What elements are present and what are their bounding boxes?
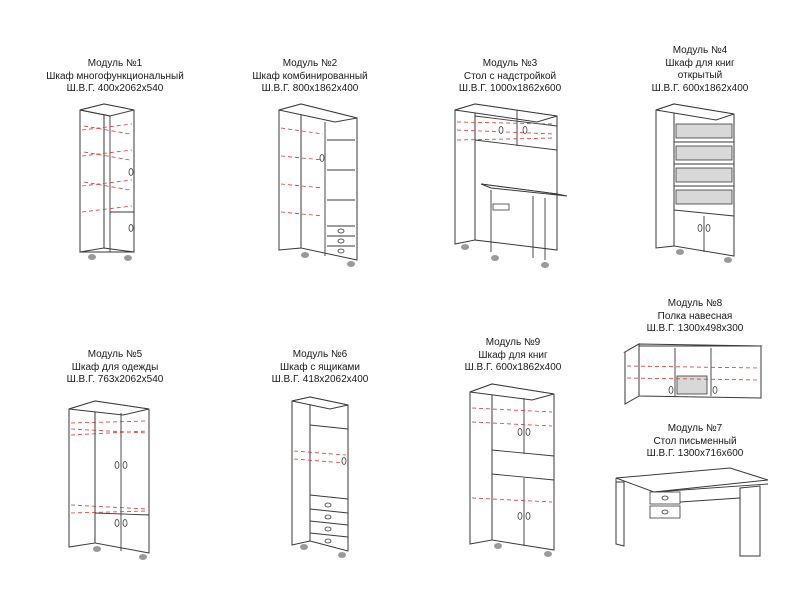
module-3-drawing	[454, 103, 568, 268]
module-9-dims: Ш.В.Г. 600x1862x400	[464, 362, 562, 373]
module-8-caption: Модуль №8 Полка навесная Ш.В.Г. 1300x498…	[610, 298, 780, 336]
handle-icon	[697, 224, 703, 232]
handle-icon	[498, 126, 504, 134]
module-4-name-line1: Шкаф для книг	[665, 57, 735, 69]
module-7-dims: Ш.В.Г. 1300x716x600	[646, 448, 744, 459]
handle-icon	[114, 519, 120, 527]
module-6-name: Шкаф с ящиками	[280, 361, 360, 373]
module-3-dims: Ш.В.Г. 1000x1862x600	[458, 83, 562, 94]
module-5-name: Шкаф для одежды	[71, 361, 159, 373]
handle-icon	[522, 126, 528, 134]
handle-icon	[661, 509, 669, 515]
module-6-dims: Ш.В.Г. 418x2062x400	[271, 374, 369, 385]
module-9-name: Шкаф для книг	[478, 349, 548, 361]
module-1-caption: Модуль №1 Шкаф многофункциональный Ш.В.Г…	[20, 58, 210, 96]
handle-icon	[525, 428, 531, 436]
module-1-name: Шкаф многофункциональный	[46, 70, 184, 82]
handle-icon	[712, 386, 718, 394]
module-6-title: Модуль №6	[292, 349, 348, 360]
handle-icon	[324, 502, 332, 508]
module-7-title: Модуль №7	[667, 423, 723, 434]
module-1-dims: Ш.В.Г. 400x2062x540	[66, 83, 164, 94]
module-4-name-line2: открытый	[677, 70, 723, 81]
module-8-name: Полка навесная	[657, 310, 733, 322]
handle-icon	[525, 512, 531, 520]
handle-icon	[705, 224, 711, 232]
module-5-caption: Модуль №5 Шкаф для одежды Ш.В.Г. 763x206…	[30, 349, 200, 387]
handle-icon	[324, 514, 332, 520]
module-6-caption: Модуль №6 Шкаф с ящиками Ш.В.Г. 418x2062…	[235, 349, 405, 387]
module-9-title: Модуль №9	[485, 337, 541, 348]
module-4-title: Модуль №4	[672, 45, 728, 56]
handle-icon	[128, 168, 134, 176]
module-2-name: Шкаф комбинированный	[252, 70, 368, 82]
handle-icon	[517, 428, 523, 436]
module-2-drawing	[278, 103, 358, 267]
module-8-dims: Ш.В.Г. 1300x498x300	[646, 323, 744, 334]
module-3-title: Модуль №3	[482, 58, 538, 69]
module-6-drawing	[291, 396, 349, 558]
module-5-title: Модуль №5	[87, 349, 143, 360]
module-5-drawing	[68, 400, 150, 560]
handle-icon	[661, 495, 669, 501]
handle-icon	[337, 248, 345, 254]
module-3-name: Стол с надстройкой	[463, 70, 557, 82]
module-1-drawing	[79, 103, 135, 261]
handle-icon	[319, 154, 325, 162]
module-8-title: Модуль №8	[667, 298, 723, 309]
handle-icon	[517, 512, 523, 520]
module-4-dims: Ш.В.Г. 600x1862x400	[651, 82, 749, 94]
module-7-name: Стол письменный	[653, 435, 737, 447]
module-3-caption: Модуль №3 Стол с надстройкой Ш.В.Г. 1000…	[425, 58, 595, 96]
module-7-caption: Модуль №7 Стол письменный Ш.В.Г. 1300x71…	[610, 423, 780, 461]
module-9-caption: Модуль №9 Шкаф для книг Ш.В.Г. 600x1862x…	[428, 337, 598, 375]
handle-icon	[337, 238, 345, 244]
handle-icon	[128, 224, 134, 232]
module-1-title: Модуль №1	[87, 58, 143, 69]
handle-icon	[324, 526, 332, 532]
module-2-caption: Модуль №2 Шкаф комбинированный Ш.В.Г. 80…	[225, 58, 395, 96]
handle-icon	[341, 457, 347, 465]
module-2-dims: Ш.В.Г. 800x1862x400	[261, 83, 359, 94]
handle-icon	[122, 461, 128, 469]
handle-icon	[324, 538, 332, 544]
module-4-drawing	[655, 103, 735, 263]
module-2-title: Модуль №2	[282, 58, 338, 69]
module-4-caption: Модуль №4 Шкаф для книг открытый Ш.В.Г. …	[615, 45, 785, 95]
handle-icon	[668, 386, 674, 394]
handle-icon	[337, 228, 345, 234]
module-9-drawing	[469, 383, 555, 557]
handle-icon	[122, 519, 128, 527]
module-5-dims: Ш.В.Г. 763x2062x540	[66, 374, 164, 385]
handle-icon	[114, 461, 120, 469]
module-8-drawing	[623, 343, 763, 405]
module-7-drawing	[615, 467, 769, 557]
